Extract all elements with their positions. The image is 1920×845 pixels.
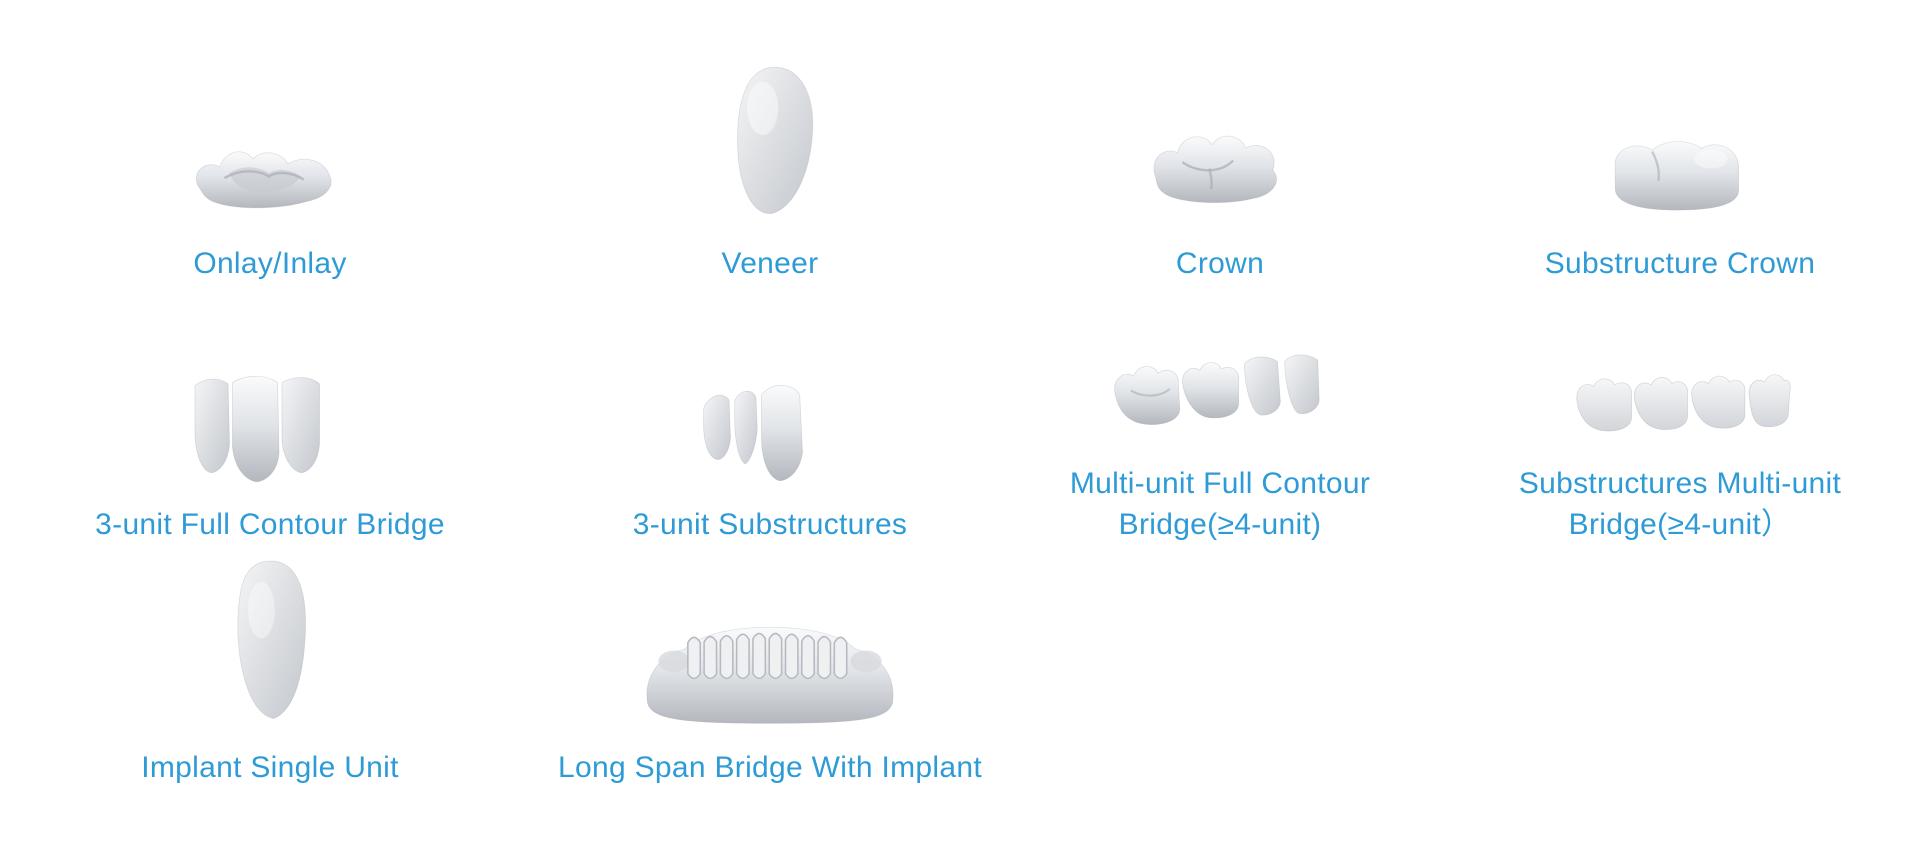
card-crown: Crown bbox=[1000, 0, 1440, 300]
catalog-row-3: Implant Single Unit bbox=[0, 555, 1920, 800]
catalog-row-2: 3-unit Full Contour Bridge 3-unit Substr… bbox=[0, 300, 1920, 555]
implant-single-unit-image bbox=[211, 555, 329, 728]
label-multi-unit-full-contour-bridge: Multi-unit Full Contour Bridge(≥4-unit) bbox=[1069, 467, 1371, 541]
card-substructure-crown: Substructure Crown bbox=[1440, 0, 1920, 300]
crown-image bbox=[1133, 113, 1308, 224]
substructure-crown-image bbox=[1595, 116, 1765, 224]
card-implant-single-unit: Implant Single Unit bbox=[0, 555, 540, 845]
card-veneer: Veneer bbox=[540, 0, 1000, 300]
onlay-inlay-image bbox=[183, 121, 358, 224]
long-span-bridge-with-implant-image bbox=[630, 604, 910, 728]
multi-unit-full-contour-bridge-image bbox=[1105, 340, 1335, 448]
label-crown: Crown bbox=[1175, 246, 1265, 280]
substructures-multi-unit-bridge-image bbox=[1568, 357, 1793, 448]
card-long-span-bridge-with-implant: Long Span Bridge With Implant bbox=[540, 555, 1000, 845]
card-three-unit-full-contour-bridge: 3-unit Full Contour Bridge bbox=[0, 300, 540, 555]
label-substructure-crown: Substructure Crown bbox=[1544, 246, 1816, 280]
card-multi-unit-full-contour-bridge: Multi-unit Full Contour Bridge(≥4-unit) bbox=[1000, 300, 1440, 555]
card-substructures-multi-unit-bridge: Substructures Multi-unit Bridge(≥4-unit） bbox=[1440, 300, 1920, 555]
label-long-span-bridge-with-implant: Long Span Bridge With Implant bbox=[558, 751, 982, 784]
veneer-image bbox=[708, 60, 833, 224]
label-onlay-inlay: Onlay/Inlay bbox=[193, 246, 347, 280]
label-three-unit-substructures: 3-unit Substructures bbox=[632, 507, 908, 541]
label-implant-single-unit: Implant Single Unit bbox=[141, 751, 399, 784]
card-three-unit-substructures: 3-unit Substructures bbox=[540, 300, 1000, 555]
three-unit-full-contour-bridge-image bbox=[180, 369, 360, 489]
label-veneer: Veneer bbox=[721, 246, 819, 280]
catalog-row-1: Onlay/Inlay Veneer Crown bbox=[0, 0, 1920, 300]
three-unit-substructures-image bbox=[685, 376, 855, 489]
label-three-unit-full-contour-bridge: 3-unit Full Contour Bridge bbox=[95, 507, 445, 541]
card-onlay-inlay: Onlay/Inlay bbox=[0, 0, 540, 300]
label-substructures-multi-unit-bridge: Substructures Multi-unit Bridge(≥4-unit） bbox=[1518, 467, 1842, 541]
restoration-catalog: Onlay/Inlay Veneer Crown bbox=[0, 0, 1920, 800]
